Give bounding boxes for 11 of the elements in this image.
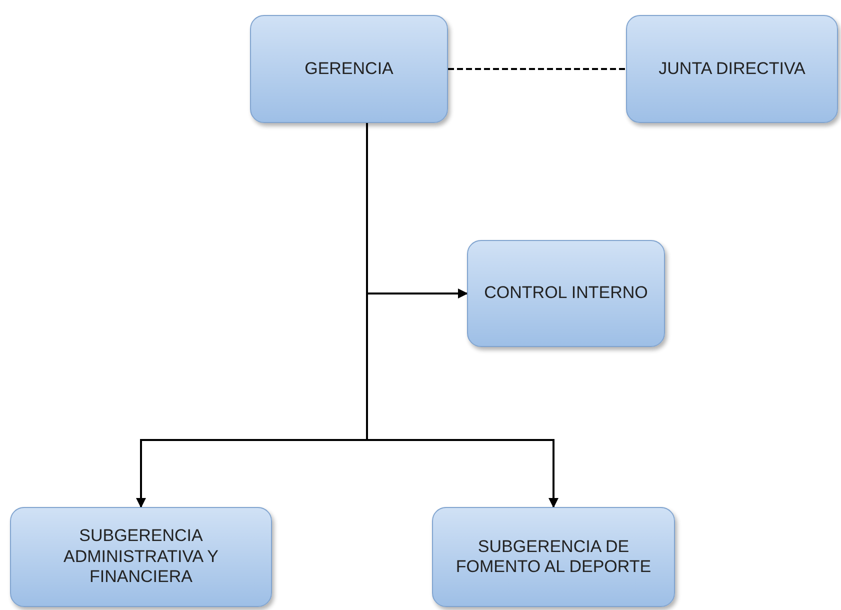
org-box	[250, 15, 448, 123]
org-box	[432, 507, 675, 607]
box-label: CONTROL INTERNO	[483, 283, 649, 304]
box-label: GERENCIA	[304, 58, 394, 80]
org-box	[10, 507, 272, 607]
org-box	[626, 15, 838, 123]
box-label: SUBGERENCIA DE FOMENTO AL DEPORTE	[454, 536, 652, 578]
org-box	[467, 240, 665, 347]
box-label: SUBGERENCIA ADMINISTRATIVA Y FINANCIERA	[62, 526, 220, 588]
dashed-line	[448, 68, 626, 70]
box-label: JUNTA DIRECTIVA	[658, 58, 806, 80]
